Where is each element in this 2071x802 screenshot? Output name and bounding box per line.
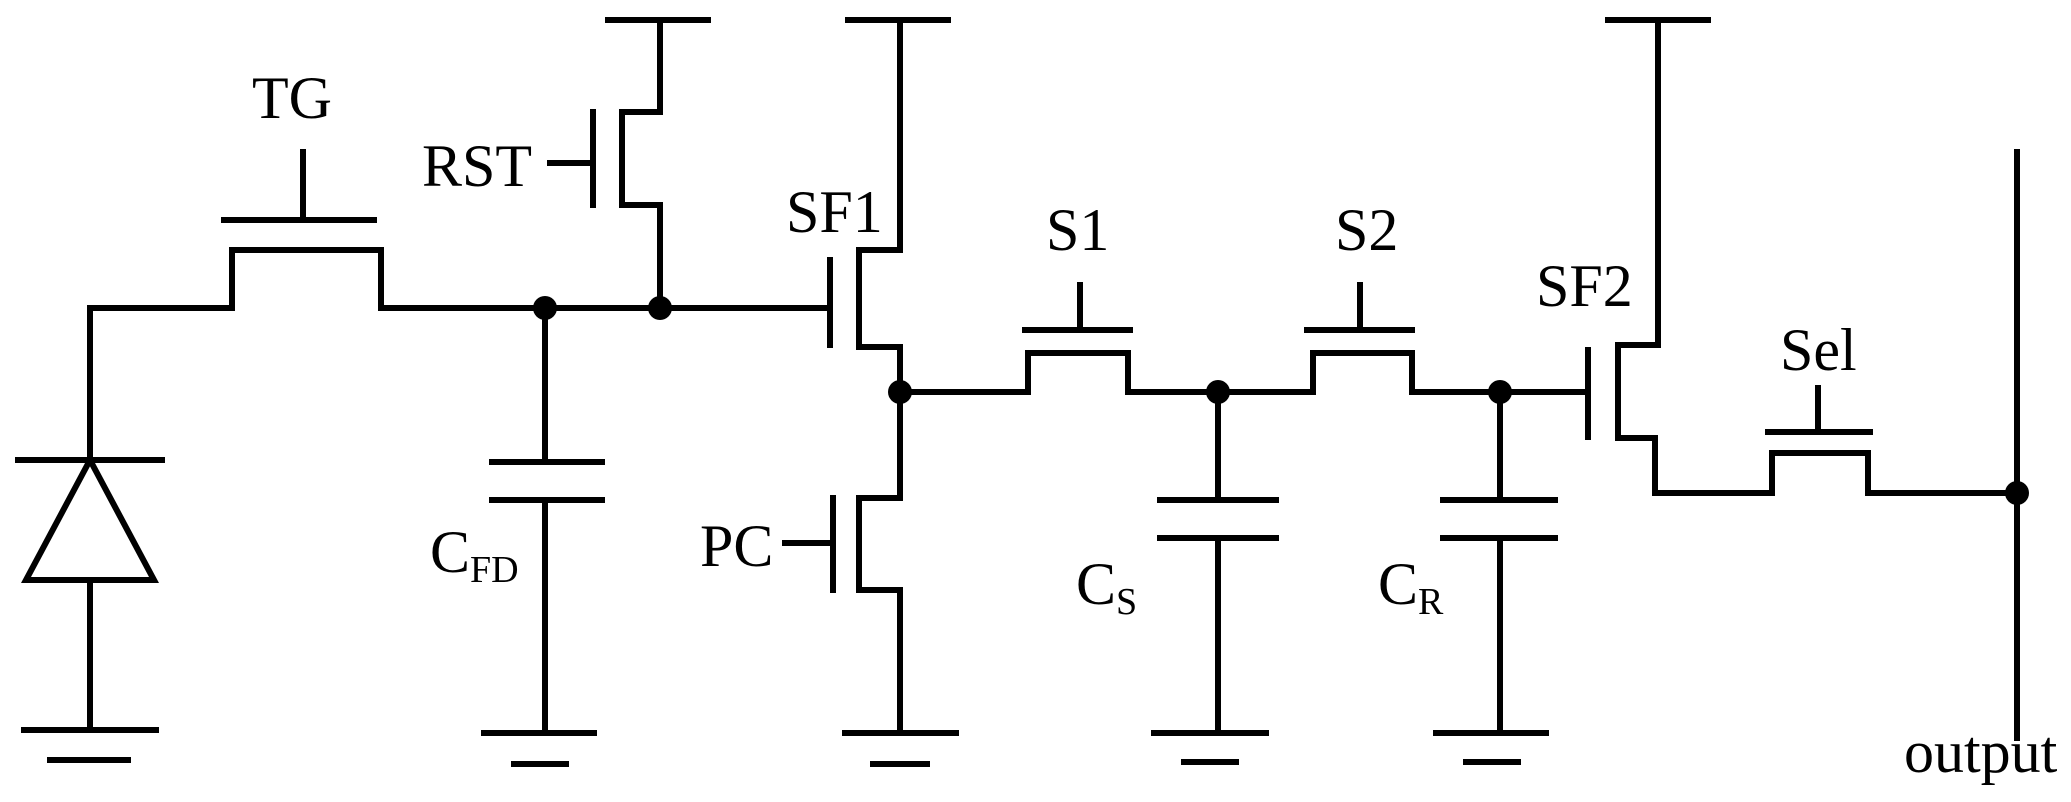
pc-label: PC <box>700 513 773 579</box>
s1-transistor <box>897 282 1221 395</box>
s2-transistor <box>1215 282 1503 395</box>
photodiode <box>15 305 165 733</box>
sf1-label: SF1 <box>786 179 883 245</box>
cfd-capacitor <box>481 305 605 767</box>
tg-transistor <box>87 149 548 311</box>
sel-label: Sel <box>1780 317 1857 383</box>
sf1-transistor <box>827 17 951 395</box>
sf2-transistor <box>1497 17 1775 496</box>
cfd-label: CFD <box>430 519 519 591</box>
tg-label: TG <box>252 65 332 131</box>
photodiode-ground-symbol <box>21 727 159 763</box>
rst-label: RST <box>422 133 532 199</box>
cr-label: CR <box>1378 551 1444 623</box>
output-junction-dot <box>2005 481 2029 505</box>
sel-transistor <box>1765 385 2020 496</box>
cs-capacitor <box>1151 389 1279 765</box>
pc-transistor <box>782 389 959 767</box>
rst-transistor <box>547 17 711 311</box>
output-label: output <box>1904 719 2058 785</box>
s1-label: S1 <box>1046 197 1109 263</box>
sf2-label: SF2 <box>1536 253 1633 319</box>
cr-capacitor <box>1433 389 1558 765</box>
s2-label: S2 <box>1335 197 1398 263</box>
cs-label: CS <box>1076 551 1137 623</box>
